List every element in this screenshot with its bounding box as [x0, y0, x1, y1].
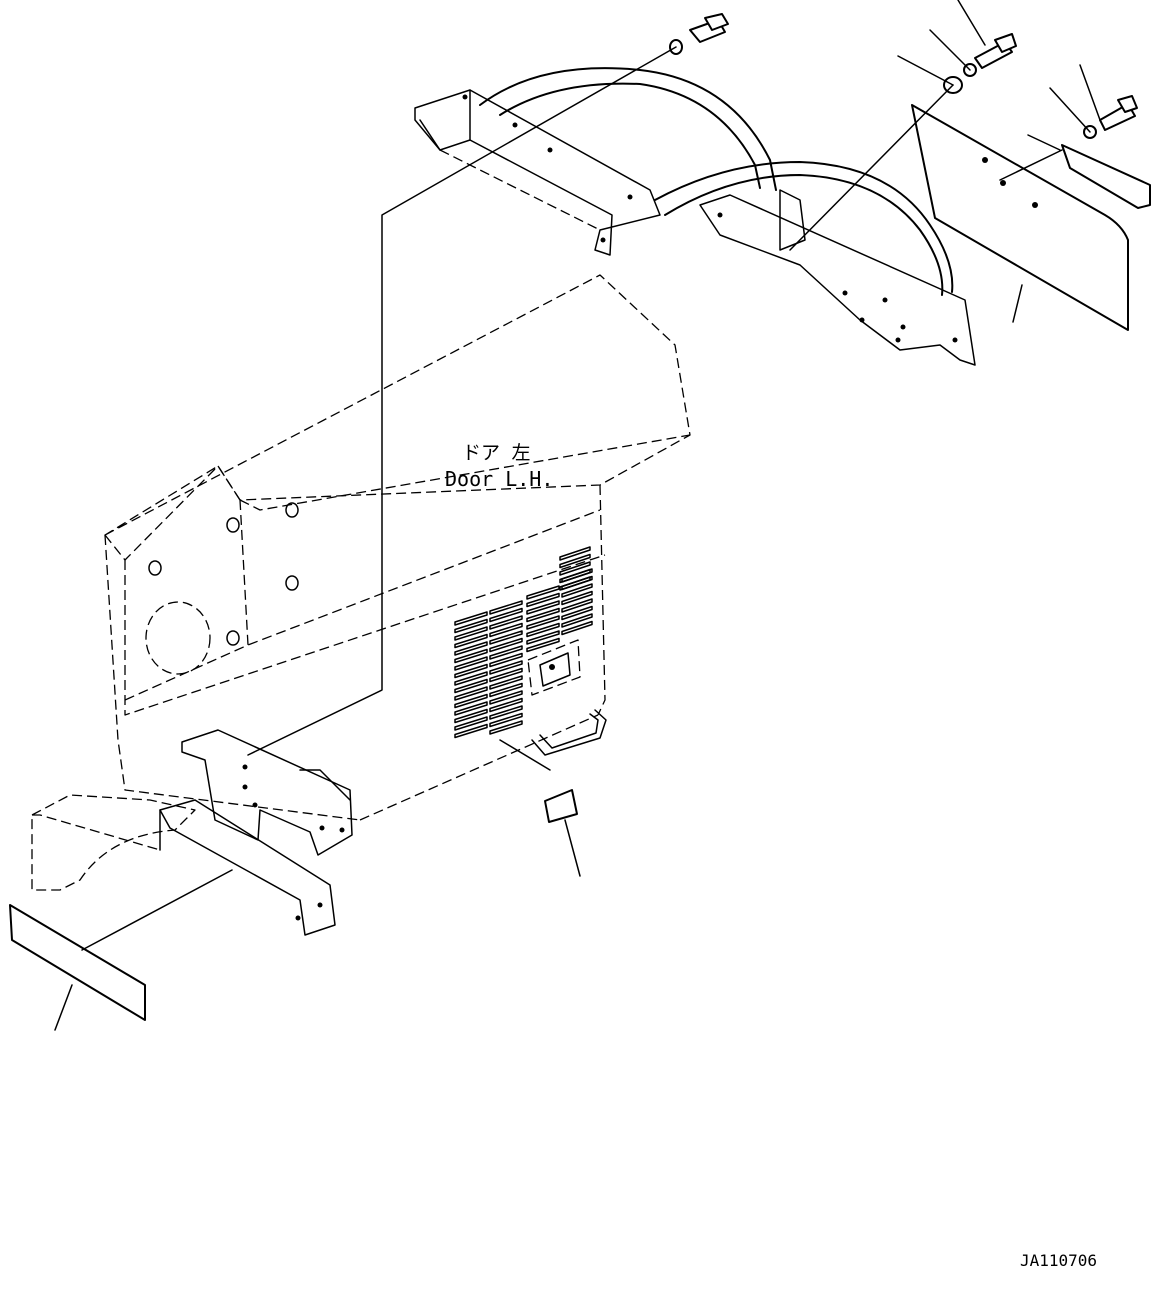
louvre-slot: [454, 663, 488, 679]
louvre-slot: [526, 630, 560, 645]
louvre-slot: [489, 712, 523, 728]
louvre-slot: [454, 678, 488, 694]
decal-parts: [9, 789, 578, 1021]
louvre-slot: [559, 561, 591, 576]
door-lh-outline: [104, 274, 691, 821]
louvre-slot: [526, 592, 560, 608]
louvre-slot: [561, 620, 593, 636]
louvre-slot: [559, 576, 591, 591]
lower-bracket: [31, 729, 353, 936]
louvre-slot: [489, 697, 523, 713]
louvre-slot: [454, 648, 488, 664]
bolt-set-top: [669, 13, 1138, 139]
louvre-slot: [489, 622, 523, 638]
louvre-slot: [489, 705, 523, 720]
louvre-slot: [454, 618, 488, 634]
louvre-slot: [561, 590, 593, 606]
louvre-slot: [489, 660, 523, 675]
louvre-slot: [489, 630, 523, 645]
door-label-jp: ドア 左: [462, 442, 530, 464]
louvre-slot: [454, 716, 488, 731]
louvre-slot: [454, 641, 488, 656]
rear-guard-frame: [414, 67, 976, 366]
louvre-slot: [454, 686, 488, 701]
louvre-slot: [559, 553, 591, 569]
louvre-slot: [526, 607, 560, 623]
louvre-slot: [489, 645, 523, 660]
louvre-slot: [489, 600, 523, 615]
louvre-slot: [526, 585, 560, 600]
louvre-slot: [561, 583, 593, 598]
louvre-slot: [561, 613, 593, 628]
leader-lines: [54, 0, 1101, 1031]
louvre-slot: [454, 633, 488, 649]
louvre-slot: [454, 656, 488, 671]
louvre-slot: [559, 568, 591, 584]
louvre-slot: [454, 611, 488, 626]
louvre-slot: [526, 622, 560, 638]
louvre-slot: [489, 690, 523, 705]
louvre-slot: [454, 671, 488, 686]
louvre-slot: [489, 720, 523, 735]
louvre-slot: [559, 546, 591, 561]
door-latch: [527, 639, 581, 696]
louvre-slot: [454, 723, 488, 739]
louvre-slot: [489, 607, 523, 623]
louvre-slot: [489, 682, 523, 698]
louvre-slot: [489, 652, 523, 668]
drawing-code: JA110706: [1020, 1251, 1097, 1270]
louvre-slot: [454, 626, 488, 641]
louvre-slot: [526, 615, 560, 630]
rear-plate: [911, 104, 1151, 331]
louvre-slot: [561, 598, 593, 613]
louvre-slot: [489, 615, 523, 630]
louvre-slot: [489, 675, 523, 690]
louvre-slot: [454, 693, 488, 709]
louvre-slot: [454, 701, 488, 716]
louvre-slot: [561, 605, 593, 621]
door-louvre: [454, 546, 593, 739]
louvre-slot: [489, 637, 523, 653]
louvre-slot: [526, 600, 560, 615]
door-label-en: Door L.H.: [445, 467, 553, 491]
louvre-slot: [526, 637, 560, 653]
louvre-slot: [489, 667, 523, 683]
louvre-slot: [454, 708, 488, 724]
door-handle: [531, 709, 607, 756]
